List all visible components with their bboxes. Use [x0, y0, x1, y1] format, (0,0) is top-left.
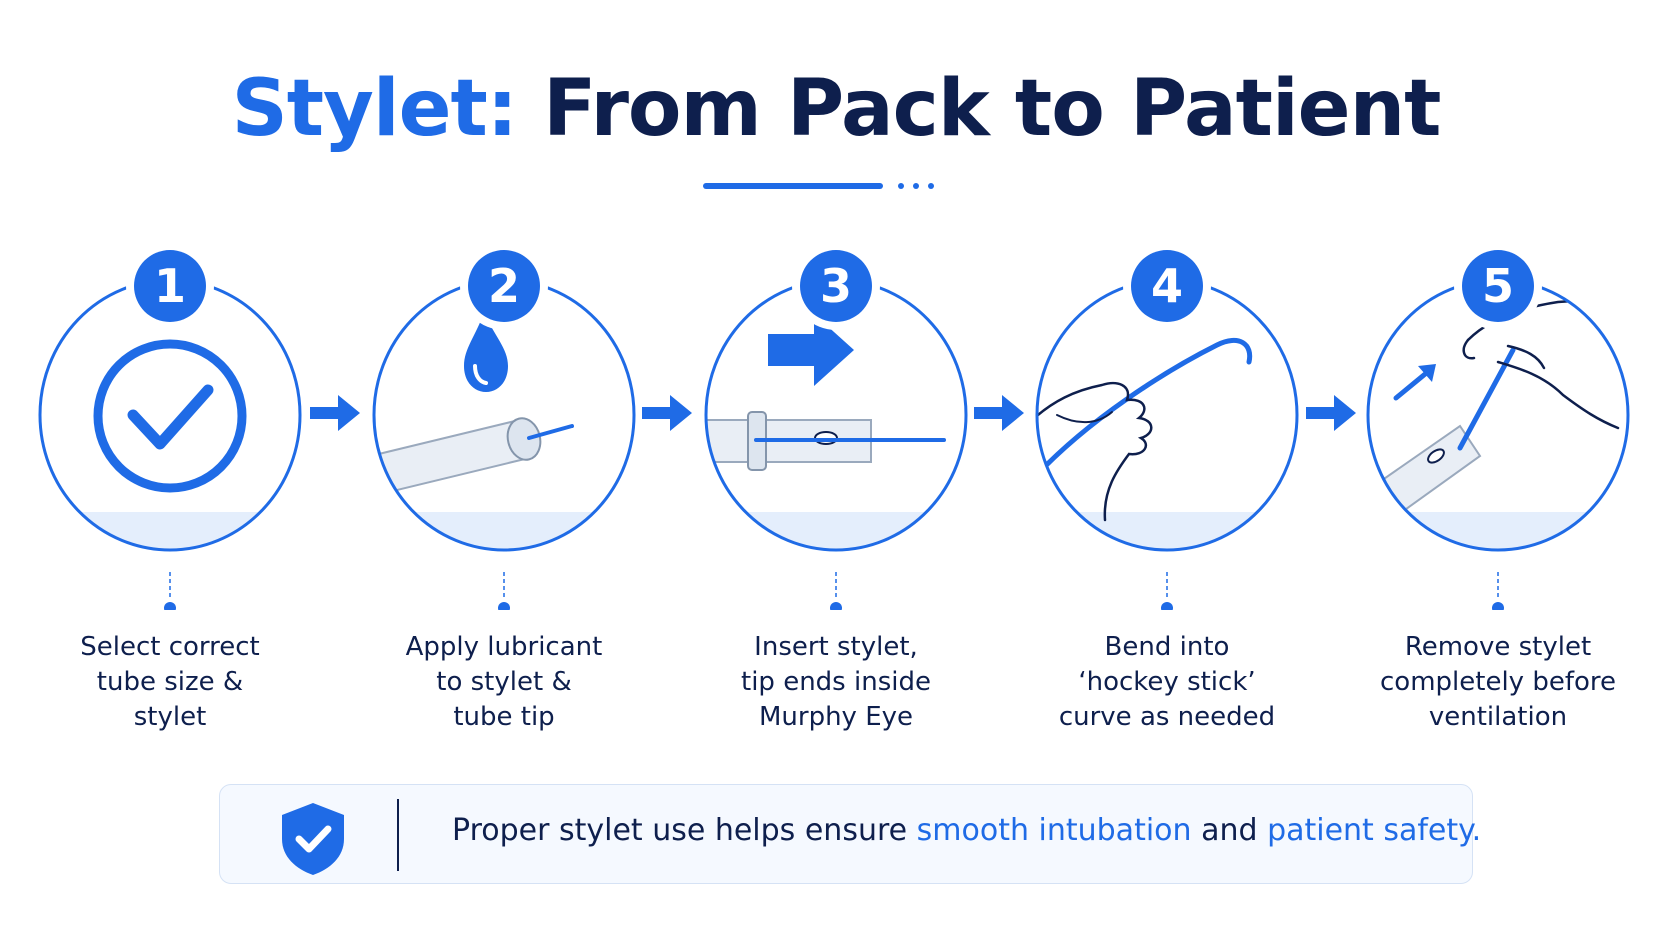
step-number-badge: 4 [1131, 250, 1203, 322]
step-4-illustration [1035, 278, 1299, 610]
step-number-badge: 1 [134, 250, 206, 322]
step-number-badge: 5 [1462, 250, 1534, 322]
step-3: 3 Insert stylet, tip ends inside Murphy … [686, 250, 986, 750]
step-3-illustration [704, 278, 968, 610]
step-3-label: Insert stylet, tip ends inside Murphy Ey… [741, 632, 931, 732]
step-2-label: Apply lubricant to stylet & tube tip [405, 632, 603, 732]
next-arrow-icon [642, 395, 692, 431]
banner-highlight-1: smooth intubation [916, 813, 1192, 848]
step-1: 1 Select correct tube size & stylet [20, 250, 320, 750]
remove-stylet-icon [1368, 296, 1620, 524]
bend-stylet-icon [1037, 337, 1253, 522]
step-1-label: Select correct tube size & stylet [80, 632, 260, 732]
shield-check-icon [282, 803, 344, 875]
safety-banner: Proper stylet use helps ensure smooth in… [219, 784, 1481, 884]
endotracheal-tube-icon [374, 417, 574, 500]
next-arrow-icon [974, 395, 1024, 431]
page-title: Stylet: From Pack to Patient [0, 70, 1672, 148]
step-1-illustration [38, 278, 302, 610]
step-4: 4 Bend into ‘hockey stick’ curve as need… [1017, 250, 1317, 750]
step-number-badge: 2 [468, 250, 540, 322]
banner-highlight-2: patient safety. [1267, 813, 1482, 848]
title-main: From Pack to Patient [543, 64, 1441, 154]
checkmark-circle-icon [93, 339, 247, 493]
title-dot [898, 183, 904, 189]
next-arrow-icon [310, 395, 360, 431]
banner-divider [397, 799, 399, 871]
insert-arrow-icon [768, 314, 854, 386]
title-dot [928, 183, 934, 189]
title-underline [703, 183, 883, 189]
step-4-label: Bend into ‘hockey stick’ curve as needed [1058, 632, 1276, 732]
title-accent: Stylet: [231, 64, 518, 154]
step-number-badge: 3 [800, 250, 872, 322]
step-5-label: Remove stylet completely before ventilat… [1380, 632, 1616, 732]
step-2: 2 Apply lubricant to stylet & tube tip [354, 250, 654, 750]
lubricant-drop-icon [464, 312, 508, 392]
banner-message: Proper stylet use helps ensure smooth in… [452, 813, 1482, 848]
endotracheal-tube-icon [706, 411, 946, 471]
step-2-illustration [372, 278, 636, 610]
step-5: 5 Remove stylet completely before ventil… [1348, 250, 1648, 750]
title-dot [913, 183, 919, 189]
next-arrow-icon [1306, 395, 1356, 431]
step-5-illustration [1366, 278, 1630, 610]
